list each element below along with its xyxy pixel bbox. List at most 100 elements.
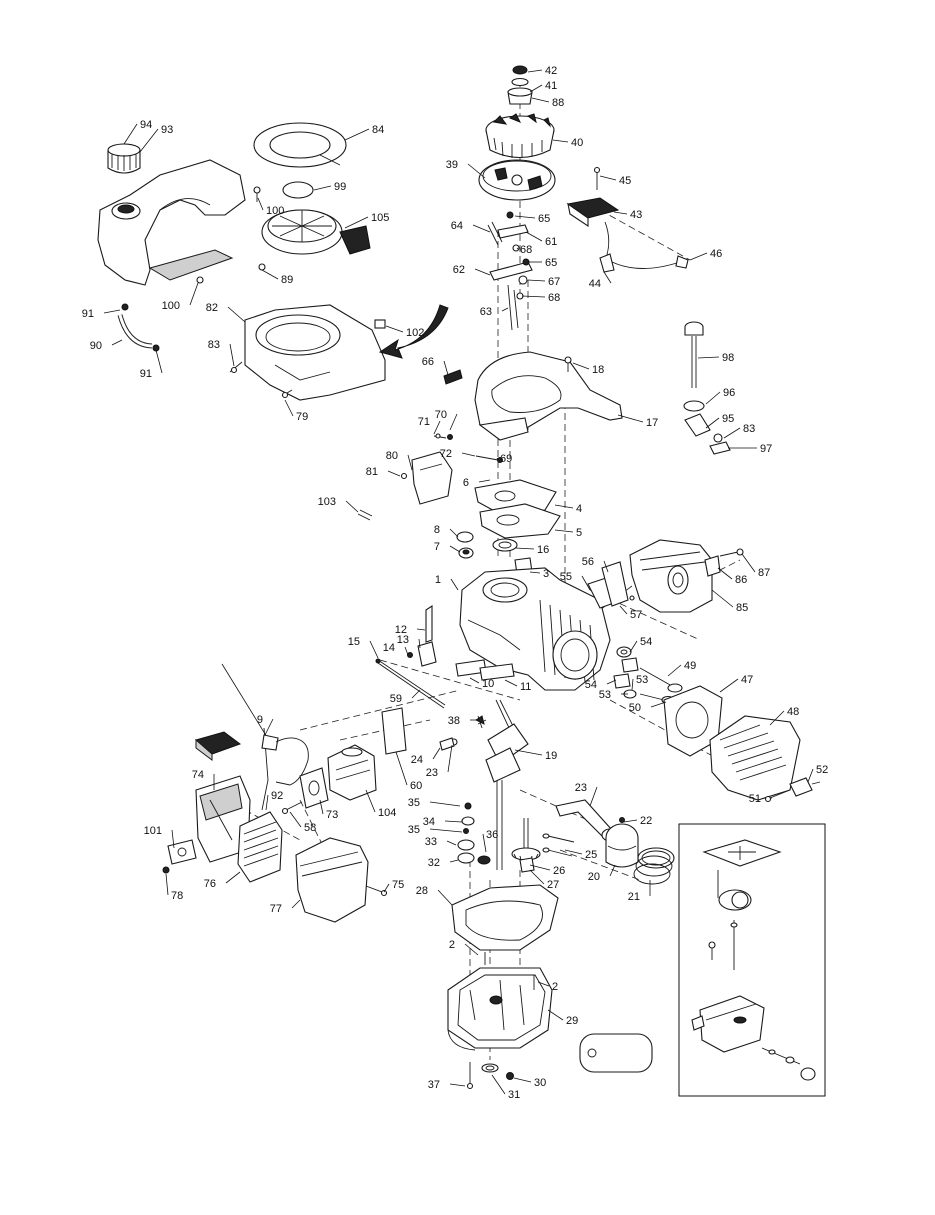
callout-leader: [529, 869, 545, 885]
small-links: [475, 455, 503, 463]
callout-leader: [429, 828, 463, 833]
callout-leader: [741, 553, 756, 573]
callout-label: 19: [545, 750, 557, 762]
callout-leader: [478, 479, 491, 483]
callout-leader: [629, 640, 638, 653]
callout-leader: [165, 873, 169, 896]
callout-label: 104: [378, 807, 396, 819]
callout-label: 71: [418, 416, 430, 428]
callout-label: 18: [592, 364, 604, 376]
callout-leader: [697, 356, 720, 359]
crank-pin-parts: [439, 737, 458, 751]
callout-leader: [449, 545, 461, 553]
callout-label: 23: [426, 767, 438, 779]
screw-81: [400, 472, 408, 480]
callout-leader: [344, 216, 369, 229]
callout-label: 54: [585, 679, 597, 691]
callout-label: 82: [206, 302, 218, 314]
callout-label: 74: [192, 769, 204, 781]
callout-label: 90: [90, 340, 102, 352]
callout-leader: [723, 427, 741, 439]
callout-leader: [291, 899, 301, 909]
callout-leader: [705, 391, 721, 405]
callout-label: 100: [266, 205, 284, 217]
engine-block: [459, 567, 611, 691]
callout-leader: [446, 840, 457, 846]
callout-leader: [155, 349, 163, 374]
callout-label: 93: [161, 124, 173, 136]
callout-leader: [623, 819, 638, 823]
starter-cup: [507, 87, 533, 105]
callout-label: 61: [545, 236, 557, 248]
callout-leader: [395, 751, 408, 786]
callout-label: 102: [406, 327, 424, 339]
callout-label: 98: [722, 352, 734, 364]
callout-leader: [469, 677, 480, 684]
governor-gear: [457, 802, 491, 865]
callout-label: 10: [482, 678, 494, 690]
pin-38: [477, 715, 483, 729]
callout-leader: [289, 811, 302, 828]
callout-label: 31: [508, 1089, 520, 1101]
callout-label: 22: [640, 815, 652, 827]
callout-label: 49: [684, 660, 696, 672]
fan-40: [485, 113, 555, 158]
spring-clip: [443, 369, 463, 385]
callout-label: 52: [816, 764, 828, 776]
callout-leader: [313, 185, 332, 191]
callout-leader: [139, 128, 159, 153]
callout-leader: [603, 271, 612, 284]
callout-label: 66: [422, 356, 434, 368]
callout-leader: [449, 528, 459, 538]
intake-gasket: [587, 561, 635, 609]
callout-leader: [531, 97, 550, 103]
callout-leader: [385, 325, 404, 333]
element-76: [237, 811, 283, 883]
callout-label: 46: [710, 248, 722, 260]
callout-label: 72: [440, 448, 452, 460]
callout-leader: [689, 252, 708, 261]
callout-label: 53: [599, 689, 611, 701]
screws-70-71: [433, 433, 453, 440]
gasket-4: [474, 479, 557, 515]
callout-leader: [711, 589, 734, 608]
callout-leader: [529, 864, 551, 871]
callout-label: 87: [758, 567, 770, 579]
callout-label: 47: [741, 674, 753, 686]
callout-label: 34: [423, 816, 435, 828]
callout-label: 89: [281, 274, 293, 286]
callout-label: 4: [576, 503, 582, 515]
recoil-starter: [261, 209, 371, 255]
callout-label: 32: [428, 857, 440, 869]
blower-housing: [244, 304, 386, 401]
crankshaft: [475, 699, 529, 870]
callout-leader: [429, 801, 461, 807]
callout-label: 67: [548, 276, 560, 288]
callout-label: 29: [566, 1015, 578, 1027]
nut-78: [162, 866, 170, 874]
callout-label: 96: [723, 387, 735, 399]
callout-leader: [257, 197, 264, 211]
callout-leader: [123, 123, 138, 145]
callout-label: 95: [722, 413, 734, 425]
callout-label: 30: [534, 1077, 546, 1089]
callout-leader: [513, 1077, 532, 1083]
governor-linkage: [487, 211, 533, 331]
callout-label: 27: [547, 879, 559, 891]
callout-label: 41: [545, 80, 557, 92]
callout-label: 3: [543, 568, 549, 580]
callout-label: 75: [392, 879, 404, 891]
callout-leader: [514, 547, 535, 550]
ignition-module: [566, 166, 689, 273]
callout-label: 77: [270, 903, 282, 915]
callout-leader: [418, 638, 421, 649]
throttle-link-9: [261, 727, 309, 811]
air-cleaner-base-74: [195, 775, 251, 863]
callout-label: 91: [140, 368, 152, 380]
callout-label: 40: [571, 137, 583, 149]
callout-leader: [521, 295, 546, 298]
callout-leader: [554, 529, 574, 533]
callout-leader: [319, 799, 324, 815]
callout-label: 13: [397, 634, 409, 646]
